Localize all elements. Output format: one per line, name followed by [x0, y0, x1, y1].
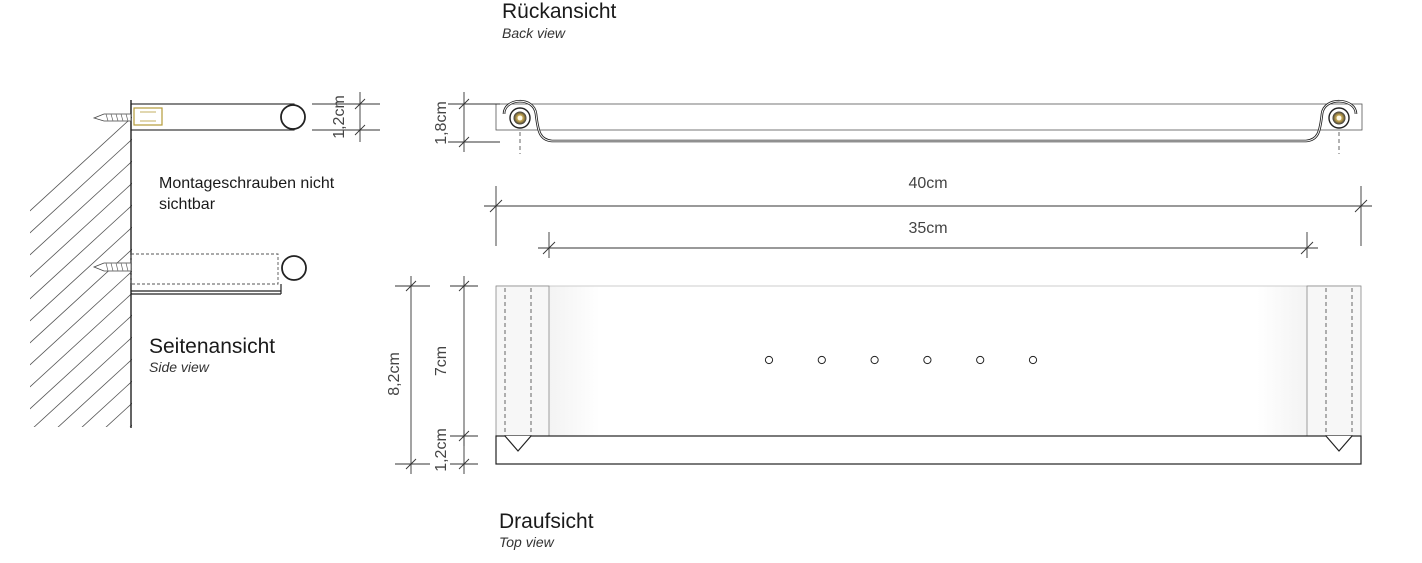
dim-side-thickness-label: 1,2cm [331, 95, 348, 139]
vent-hole [764, 355, 774, 365]
side-view: 1,2cm Montageschrauben nicht sichtbar Se… [20, 92, 380, 550]
lower-screw [92, 262, 132, 272]
vent-hole [870, 355, 879, 365]
top-view: 8,2cm 7cm 1,2cm Draufsicht Top view [386, 276, 1362, 550]
dim-inner-width-label: 35cm [908, 220, 947, 237]
hatch-line [30, 314, 132, 410]
dim-front-lip: 1,2cm [433, 428, 478, 474]
hatch-line [30, 204, 132, 300]
side-view-subtitle: Side view [149, 359, 210, 375]
hatch-line [81, 380, 132, 427]
left-end-cap [495, 285, 550, 437]
ventilation-holes [764, 355, 1038, 365]
hatch-line [57, 358, 132, 427]
right-end-cap [1306, 285, 1362, 437]
hatch-line [30, 138, 132, 234]
vent-hole [976, 355, 985, 365]
front-lip [495, 435, 1362, 465]
vent-hole [1028, 355, 1038, 365]
hatch-line [20, 440, 140, 550]
screw-note-line1: Montageschrauben nicht [159, 175, 335, 192]
dim-inner-depth: 7cm [433, 276, 478, 446]
hatch-line [33, 336, 132, 427]
dim-total-depth-label: 8,2cm [386, 352, 403, 396]
dim-total-width: 40cm [484, 175, 1372, 246]
top-view-subtitle: Top view [499, 534, 555, 550]
left-mount-bolt [509, 107, 531, 154]
wall-hatching [20, 116, 140, 550]
dim-side-thickness: 1,2cm [312, 92, 380, 142]
hatch-line [30, 182, 132, 278]
upper-rail [130, 103, 306, 131]
dim-total-width-label: 40cm [908, 175, 947, 192]
back-view-subtitle: Back view [502, 25, 566, 41]
back-view: Rückansicht Back view 1,8cm [433, 0, 1363, 154]
vent-hole [817, 355, 826, 365]
dim-front-lip-label: 1,2cm [433, 428, 450, 472]
hatch-line [30, 270, 132, 366]
vent-hole [923, 355, 932, 365]
hatch-line [105, 402, 132, 427]
hatch-line [129, 424, 132, 427]
hatch-line [30, 292, 132, 388]
dim-back-height-label: 1,8cm [433, 101, 450, 145]
side-view-title: Seitenansicht [149, 335, 275, 358]
hatch-line [30, 160, 132, 256]
dim-inner-width: 35cm [538, 220, 1318, 258]
hatch-line [30, 248, 132, 344]
back-rail-profile [502, 100, 1358, 143]
top-view-title: Draufsicht [499, 510, 594, 533]
back-panel [495, 103, 1363, 131]
right-mount-bolt [1328, 107, 1350, 154]
dim-total-depth: 8,2cm [386, 276, 430, 474]
dim-inner-depth-label: 7cm [433, 346, 450, 376]
dim-back-height: 1,8cm [433, 92, 500, 152]
right-notch [1325, 435, 1353, 452]
back-view-title: Rückansicht [502, 0, 617, 23]
left-notch [504, 435, 532, 452]
screw-note-line2: sichtbar [159, 196, 216, 213]
hatch-line [30, 116, 132, 212]
lower-rail [130, 253, 307, 295]
upper-screw [92, 113, 132, 122]
hatch-line [30, 226, 132, 322]
